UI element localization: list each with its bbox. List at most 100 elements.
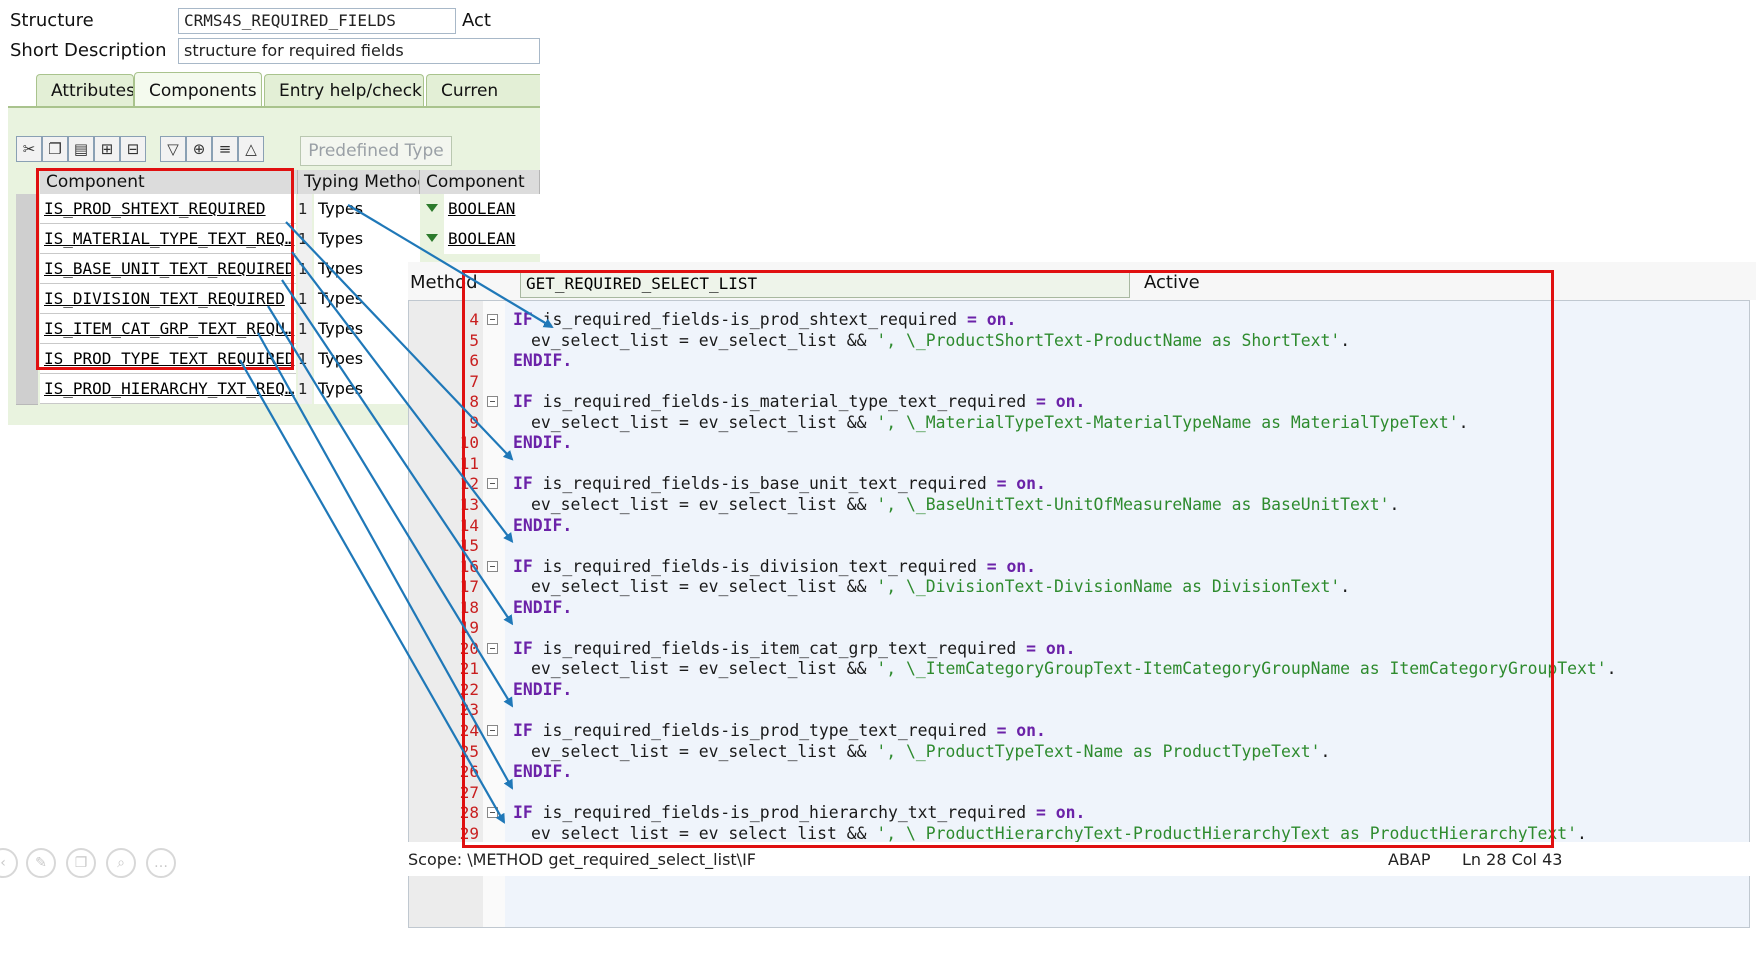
string-literal: ', \_MaterialTypeText-MaterialTypeName a… — [876, 412, 1459, 432]
tab-components[interactable]: Components — [134, 72, 262, 108]
typing-cell[interactable]: Types — [314, 224, 420, 254]
filter-icon[interactable]: ▽ — [160, 136, 186, 162]
code-line[interactable]: ev_select_list = ev_select_list && ', \_… — [531, 741, 1330, 763]
expand-icon[interactable]: ⊕ — [186, 136, 212, 162]
chevron-down-icon[interactable] — [426, 204, 438, 212]
code-line[interactable]: ENDIF. — [513, 515, 572, 537]
code-line[interactable]: ev_select_list = ev_select_list && ', \_… — [531, 576, 1350, 598]
code-line[interactable]: IF is_required_fields-is_item_cat_grp_te… — [513, 638, 1076, 660]
code-token: is_required_fields-is_prod_shtext_requir… — [542, 310, 958, 329]
mapping-arrow — [239, 359, 505, 824]
copy-icon[interactable]: ❐ — [42, 136, 68, 162]
table-row[interactable]: IS_ITEM_CAT_GRP_TEXT_REQU… 1 Types — [16, 314, 540, 345]
code-token: ev_select_list = ev_select_list && — [531, 823, 867, 843]
insert-row-icon[interactable]: ⊞ — [94, 136, 120, 162]
header-component[interactable]: Component — [40, 170, 298, 194]
cut-icon[interactable]: ✂ — [16, 136, 42, 162]
component-cell[interactable]: IS_MATERIAL_TYPE_TEXT_REQ… — [40, 224, 296, 254]
code-token: is_required_fields-is_material_type_text… — [542, 392, 1027, 412]
code-line[interactable]: IF is_required_fields-is_material_type_t… — [513, 391, 1085, 413]
fold-toggle-icon[interactable] — [487, 642, 498, 654]
code-token: . — [1458, 412, 1469, 432]
fold-toggle-icon[interactable] — [487, 396, 498, 408]
component-cell[interactable]: IS_BASE_UNIT_TEXT_REQUIRED — [40, 254, 296, 284]
typing-cell[interactable]: Types — [314, 374, 420, 404]
structure-field[interactable]: CRMS4S_REQUIRED_FIELDS — [178, 8, 456, 34]
paste-icon[interactable]: ▤ — [68, 136, 94, 162]
fold-toggle-icon[interactable] — [487, 478, 498, 490]
code-line[interactable]: ev_select_list = ev_select_list && ', \_… — [531, 412, 1468, 434]
keyword: = on. — [1036, 392, 1086, 412]
code-line[interactable]: IF is_required_fields-is_base_unit_text_… — [513, 473, 1046, 495]
component-cell[interactable]: IS_ITEM_CAT_GRP_TEXT_REQU… — [40, 314, 296, 344]
mapping-arrow — [347, 204, 554, 329]
typing-cell[interactable]: Types — [314, 284, 420, 314]
code-line[interactable]: IF is_required_fields-is_prod_type_text_… — [513, 720, 1046, 742]
code-line[interactable]: ENDIF. — [513, 350, 572, 372]
delete-row-icon[interactable]: ⊟ — [120, 136, 146, 162]
line-number: 7 — [469, 371, 479, 391]
table-row[interactable]: IS_PROD_TYPE_TEXT_REQUIRED 1 Types — [16, 344, 540, 375]
code-line[interactable]: IF is_required_fields-is_division_text_r… — [513, 556, 1036, 578]
scope-text: Scope: \METHOD get_required_select_list\… — [408, 850, 756, 869]
table-row[interactable]: IS_DIVISION_TEXT_REQUIRED 1 Types — [16, 284, 540, 315]
component-type-cell[interactable]: BOOLEAN — [444, 224, 540, 254]
row-selector[interactable] — [16, 374, 38, 405]
code-line[interactable]: IF is_required_fields-is_prod_hierarchy_… — [513, 802, 1085, 824]
keyword: ENDIF. — [513, 762, 573, 782]
string-literal: ', \_ProductHierarchyText-ProductHierarc… — [876, 823, 1578, 843]
tab-currency[interactable]: Curren — [426, 74, 540, 106]
component-type-cell[interactable]: BOOLEAN — [444, 194, 540, 224]
typing-cell[interactable]: Types — [314, 254, 420, 284]
typing-cell[interactable]: Types — [314, 194, 420, 224]
predefined-type-button[interactable]: Predefined Type — [300, 136, 452, 166]
line-number: 5 — [469, 330, 479, 350]
mapping-arrow — [285, 221, 514, 461]
code-token: . — [1320, 741, 1331, 761]
line-number: 8 — [469, 392, 479, 412]
tab-entry-help-check[interactable]: Entry help/check — [264, 74, 424, 106]
collapse-icon[interactable]: ≡ — [212, 136, 238, 162]
sort-icon[interactable]: △ — [238, 136, 264, 162]
code-line[interactable]: ev_select_list = ev_select_list && ', \_… — [531, 494, 1399, 516]
component-cell[interactable]: IS_PROD_SHTEXT_REQUIRED — [40, 194, 296, 224]
code-line[interactable]: ENDIF. — [513, 761, 572, 783]
keyword: = on. — [996, 721, 1046, 740]
code-line[interactable]: ENDIF. — [513, 597, 572, 619]
keyword: ENDIF. — [513, 679, 573, 699]
typing-cell[interactable]: Types — [314, 314, 420, 344]
code-line[interactable]: IF is_required_fields-is_prod_shtext_req… — [513, 309, 1016, 331]
header-typing-method[interactable]: Typing Method — [298, 170, 420, 194]
num-cell: 1 — [298, 194, 312, 224]
keyword: ENDIF. — [513, 515, 573, 535]
code-token: . — [1340, 330, 1351, 350]
zoom-icon: ⌕ — [106, 848, 136, 878]
fold-toggle-icon[interactable] — [487, 314, 498, 325]
table-row[interactable]: IS_BASE_UNIT_TEXT_REQUIRED 1 Types — [16, 254, 540, 285]
table-row[interactable]: IS_PROD_HIERARCHY_TXT_REQ… 1 Types — [16, 374, 540, 405]
component-cell[interactable]: IS_DIVISION_TEXT_REQUIRED — [40, 284, 296, 314]
keyword: IF — [513, 310, 533, 329]
table-row[interactable]: IS_PROD_SHTEXT_REQUIRED 1 Types BOOLEAN — [16, 194, 540, 225]
keyword: IF — [513, 638, 533, 658]
tab-attributes[interactable]: Attributes — [36, 74, 134, 106]
chevron-down-icon[interactable] — [426, 234, 438, 242]
code-line[interactable]: ev_select_list = ev_select_list && ', \_… — [531, 823, 1587, 845]
code-editor[interactable]: 4567891011121314151617181920212223242526… — [408, 300, 1750, 928]
code-line[interactable]: ENDIF. — [513, 679, 572, 701]
line-number-gutter: 4567891011121314151617181920212223242526… — [409, 301, 483, 927]
line-number: 4 — [469, 310, 479, 329]
table-row[interactable]: IS_MATERIAL_TYPE_TEXT_REQ… 1 Types BOOLE… — [16, 224, 540, 255]
code-token: is_required_fields-is_prod_type_text_req… — [542, 721, 987, 740]
code-area[interactable]: IF is_required_fields-is_prod_shtext_req… — [505, 301, 1749, 927]
short-description-label: Short Description — [10, 40, 167, 61]
code-line[interactable]: ev_select_list = ev_select_list && ', \_… — [531, 330, 1350, 352]
keyword: IF — [513, 474, 533, 494]
code-line[interactable]: ENDIF. — [513, 432, 572, 454]
fold-toggle-icon[interactable] — [487, 725, 498, 736]
component-cell[interactable]: IS_PROD_HIERARCHY_TXT_REQ… — [40, 374, 296, 404]
fold-toggle-icon[interactable] — [487, 560, 498, 572]
short-description-field[interactable]: structure for required fields — [178, 38, 540, 64]
header-component-type[interactable]: Component — [420, 170, 540, 194]
